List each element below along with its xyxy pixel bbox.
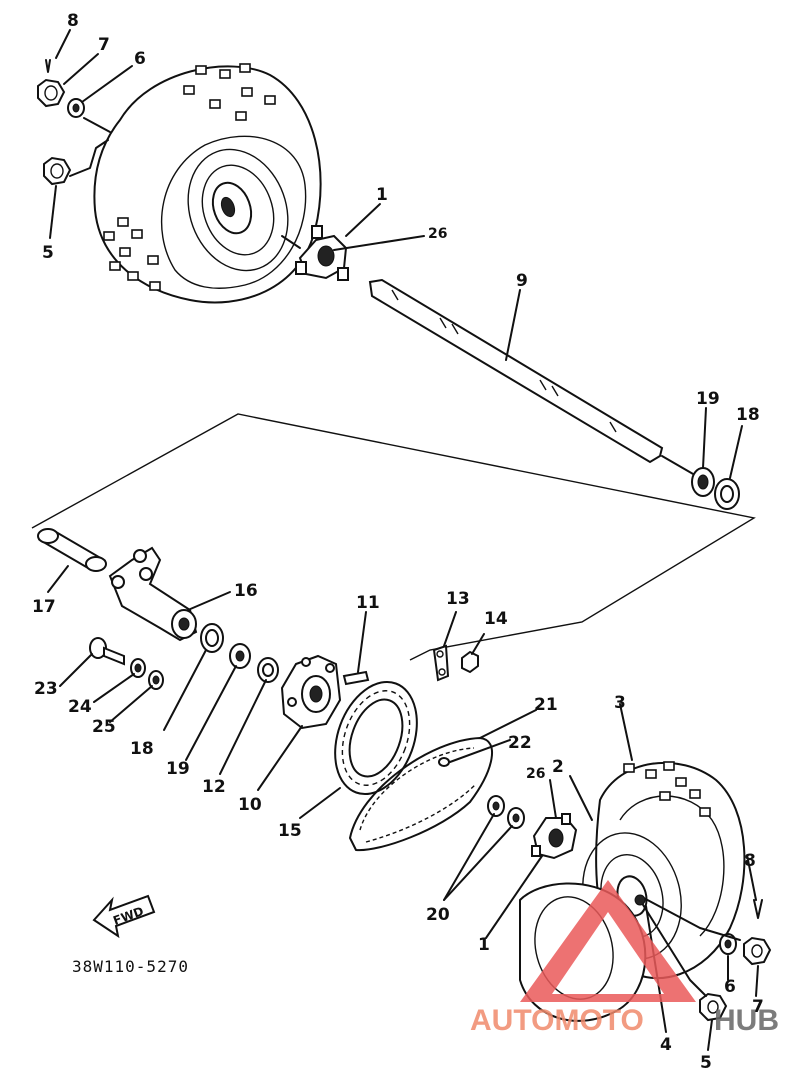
callout-13: 13 [446, 589, 470, 609]
callout-7-top: 7 [98, 35, 110, 55]
callout-26-lower: 26 [526, 766, 545, 782]
rear-axle [368, 278, 701, 479]
lower-tire-tread [623, 761, 711, 817]
callout-24: 24 [68, 697, 92, 717]
callout-9: 9 [516, 271, 528, 291]
callout-15: 15 [278, 821, 302, 841]
callout-21: 21 [534, 695, 558, 715]
top-tire-tread [103, 63, 276, 291]
callout-2: 2 [552, 757, 564, 777]
stud-11 [342, 670, 370, 686]
top-fasteners [37, 59, 111, 186]
callout-4: 4 [660, 1035, 672, 1055]
callout-14: 14 [484, 609, 508, 629]
top-wheel [93, 63, 322, 304]
callout-20: 20 [426, 905, 450, 925]
drive-chain-21 [349, 737, 494, 852]
callout-11: 11 [356, 593, 380, 613]
callout-1-lower: 1 [478, 935, 490, 955]
callout-10: 10 [238, 795, 262, 815]
top-hub [281, 225, 349, 281]
lower-hub [531, 813, 578, 860]
callout-labels: 8 7 6 5 1 26 9 19 18 17 16 11 13 14 23 2… [32, 11, 764, 1073]
callout-5-lower: 5 [700, 1053, 712, 1073]
callout-12: 12 [202, 777, 226, 797]
watermark-triangle-logo [520, 880, 696, 1002]
callout-8-lower: 8 [744, 851, 756, 871]
callout-5-top: 5 [42, 243, 54, 263]
sprocket-15 [334, 680, 418, 796]
callout-3: 3 [614, 693, 626, 713]
callout-19-lower: 19 [166, 759, 190, 779]
callout-25: 25 [92, 717, 116, 737]
fwd-arrow: FWD [92, 894, 156, 939]
callout-1-top: 1 [376, 185, 388, 205]
nut-5b [699, 992, 728, 1022]
cotter-pin-8b [753, 899, 763, 919]
callout-16: 16 [234, 581, 258, 601]
callout-6-lower: 6 [724, 977, 736, 997]
axle-sleeve-17 [37, 528, 107, 572]
axle-housing-16 [108, 546, 198, 642]
assembly-outline [31, 413, 756, 661]
callout-8-top: 8 [67, 11, 79, 31]
watermark-text-hub: HUB [714, 1004, 779, 1037]
callout-19-top: 19 [696, 389, 720, 409]
nut-14 [461, 650, 479, 674]
watermark-text-automoto: AUTOMOTO [470, 1004, 644, 1037]
callout-18-lower: 18 [130, 739, 154, 759]
callout-23: 23 [34, 679, 58, 699]
sprocket-hub-10 [280, 654, 342, 730]
callout-7-lower: 7 [752, 997, 764, 1017]
callout-6-top: 6 [134, 49, 146, 69]
callout-22: 22 [508, 733, 532, 753]
callout-26-top: 26 [428, 226, 447, 242]
drawing-code: 38W110-5270 [72, 957, 189, 976]
stud-4 [634, 894, 646, 906]
automotohub-watermark: AUTOMOTO HUB [470, 880, 779, 1037]
callout-18-top: 18 [736, 405, 760, 425]
castle-nut-7b [743, 936, 772, 966]
master-link-22 [438, 757, 450, 767]
callout-17: 17 [32, 597, 56, 617]
bolt-23 [89, 637, 125, 666]
leader-lines [47, 29, 759, 1051]
